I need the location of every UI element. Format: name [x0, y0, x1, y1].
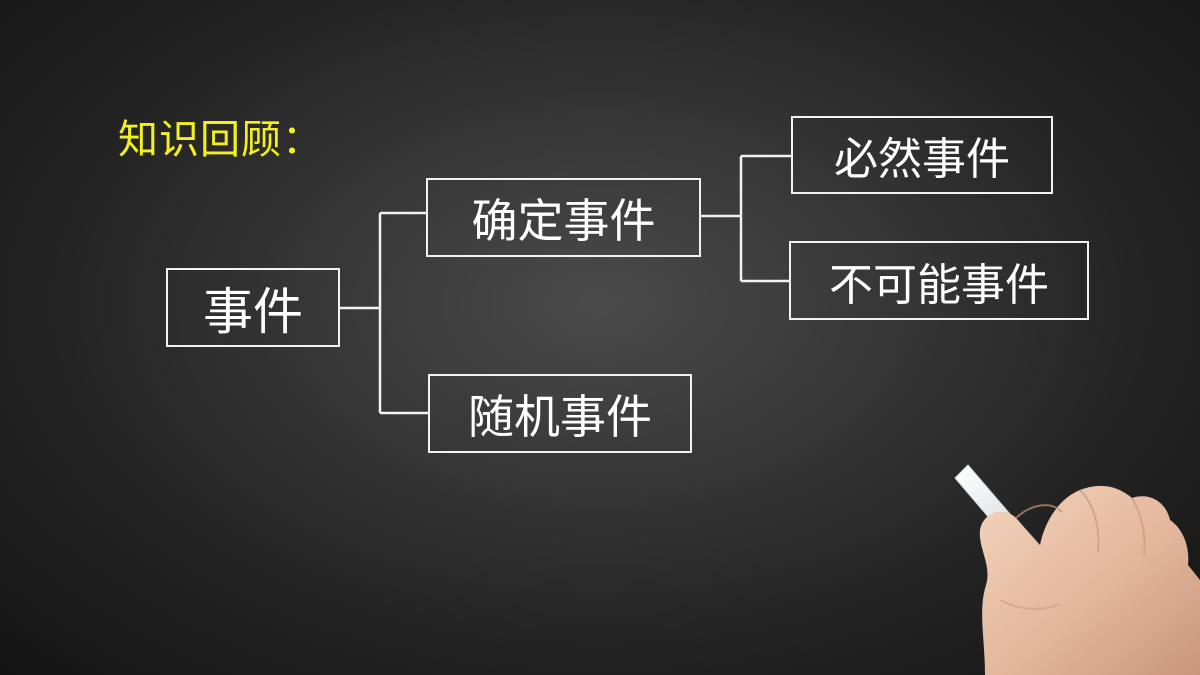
slide-title: 知识回顾：	[118, 117, 323, 163]
node-event: 事件	[166, 268, 340, 347]
node-deterministic-event: 确定事件	[426, 178, 701, 257]
node-impossible-event: 不可能事件	[789, 241, 1089, 320]
node-random-event: 随机事件	[428, 374, 692, 453]
node-certain-event: 必然事件	[791, 116, 1053, 194]
